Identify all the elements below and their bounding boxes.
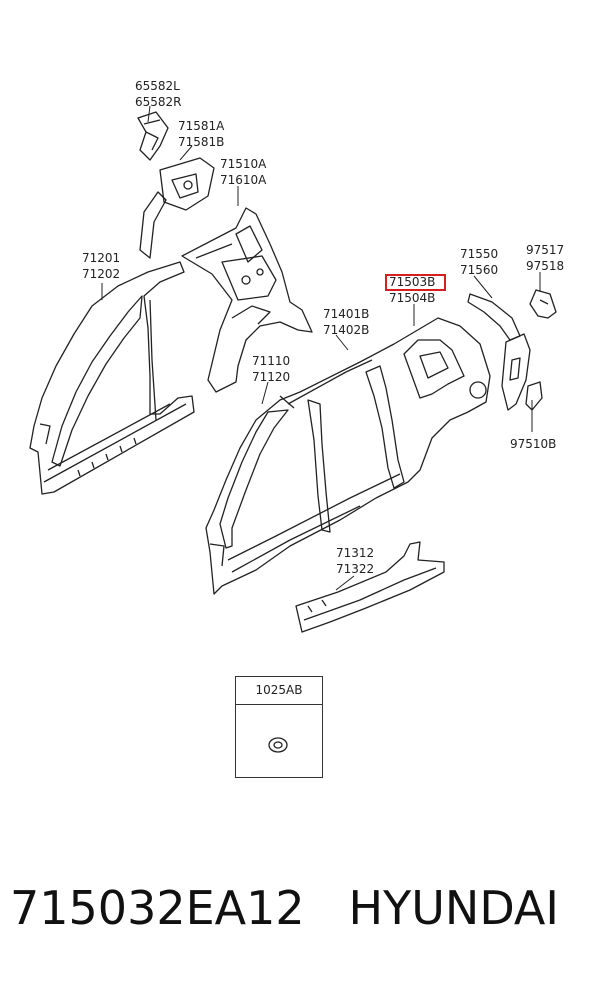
- callout-71550[interactable]: 71550 71560: [460, 247, 499, 277]
- callout-71504[interactable]: 71504B: [389, 291, 436, 305]
- bracket-97517: [529, 289, 557, 319]
- bracket-65582: [137, 111, 169, 161]
- part-number: 715032EA12: [10, 881, 305, 935]
- sill-71312: [295, 541, 445, 633]
- outer-side-71503: [205, 317, 491, 595]
- callout-71503[interactable]: 71503B: [389, 275, 436, 289]
- brand-name: HYUNDAI: [348, 881, 559, 935]
- highlight-box: [385, 274, 446, 291]
- callout-71581[interactable]: 71581A 71581B: [178, 119, 225, 149]
- callout-71401[interactable]: 71401B 71402B: [323, 307, 370, 337]
- rear-end-71550: [467, 293, 531, 411]
- callout-71110[interactable]: 71110 71120: [252, 354, 291, 384]
- inner-quarter-71510: [181, 207, 313, 393]
- callout-71510[interactable]: 71510A 71610A: [220, 157, 267, 187]
- callout-71201[interactable]: 71201 71202: [82, 251, 121, 281]
- upper-strip: [139, 191, 167, 259]
- callout-97510[interactable]: 97510B: [510, 437, 557, 451]
- inset-label[interactable]: 1025AB: [236, 677, 322, 705]
- callout-65582[interactable]: 65582L 65582R: [135, 79, 182, 109]
- grommet-1025ab: [268, 737, 288, 753]
- caption: 715032EA12 HYUNDAI: [10, 878, 590, 938]
- bracket-97510: [525, 381, 543, 411]
- inner-side-71201: [29, 261, 195, 495]
- leader-lines: [101, 105, 541, 591]
- inset-box: 1025AB: [235, 676, 323, 778]
- callout-71312[interactable]: 71312 71322: [336, 546, 375, 576]
- callout-97517[interactable]: 97517 97518: [526, 243, 565, 273]
- extension-71581: [159, 157, 215, 211]
